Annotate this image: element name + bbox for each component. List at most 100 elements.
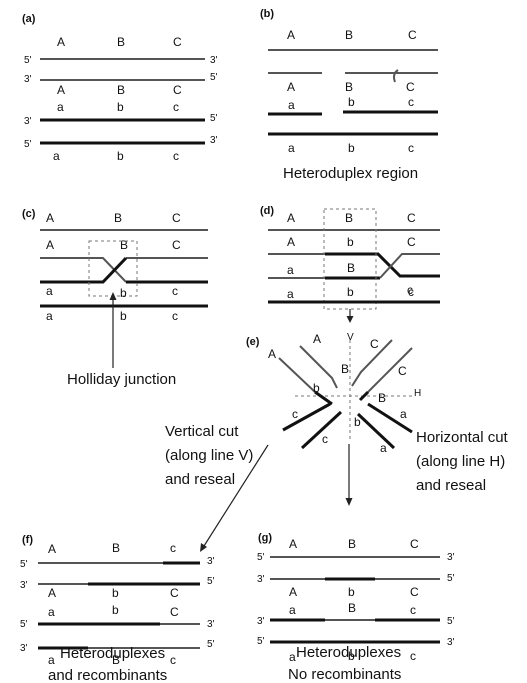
panel-d-gene: C — [407, 211, 416, 225]
panel-b-gene: a — [288, 141, 295, 155]
strand-end: 5' — [24, 139, 32, 150]
panel-d-gene: B — [347, 261, 355, 275]
panel-d-gene: c — [407, 283, 413, 297]
panel-a-gene: c — [173, 149, 179, 163]
strand-line — [379, 253, 440, 279]
vertical-cut-line1: Vertical cut — [165, 423, 239, 440]
caption-holliday-junction: Holliday junction — [67, 371, 176, 388]
panel-e-gene: A — [313, 332, 321, 346]
strand-end: 5' — [20, 619, 28, 630]
panel-c-gene: b — [120, 286, 127, 300]
panel-a-gene: B — [117, 83, 125, 97]
panel-g-gene: a — [289, 603, 296, 617]
arrow-head — [346, 316, 354, 323]
panel-e-gene: c — [322, 432, 328, 446]
panel-d-gene: b — [347, 235, 354, 249]
panel-f-gene: a — [48, 605, 55, 619]
strand-line — [299, 345, 338, 389]
panel-d-gene: A — [287, 235, 295, 249]
strand-end: 5' — [447, 573, 455, 584]
panel-b-gene: B — [345, 80, 353, 94]
caption-heteroduplex-region: Heteroduplex region — [283, 165, 418, 182]
strand-end: 5' — [257, 552, 265, 563]
panel-c-gene: C — [172, 238, 181, 252]
panel-e-gene: a — [400, 407, 407, 421]
panel-d-gene: a — [287, 263, 294, 277]
panel-b-gene: C — [406, 80, 415, 94]
panel-c-gene: c — [172, 284, 178, 298]
strand-line — [314, 390, 333, 406]
strand-line — [358, 390, 370, 402]
panel-a-gene: B — [117, 35, 125, 49]
panel-a-gene: c — [173, 100, 179, 114]
panel-b-gene: A — [287, 80, 295, 94]
panel-b-gene: c — [408, 95, 414, 109]
arrow-head — [345, 498, 353, 506]
panel-a-tag: (a) — [22, 13, 36, 25]
strand-line — [356, 412, 396, 450]
panel-e-gene: b — [354, 415, 361, 429]
panel-f-gene: c — [170, 653, 176, 667]
panel-c-gene: c — [172, 309, 178, 323]
panel-e-gene: a — [380, 441, 387, 455]
caption-f-line2: and recombinants — [48, 667, 167, 683]
strand-end: 5' — [447, 616, 455, 627]
panel-c-gene: A — [46, 211, 54, 225]
panel-e-gene: c — [292, 407, 298, 421]
strand-end: 5' — [207, 576, 215, 587]
panel-f-gene: b — [112, 586, 119, 600]
strand-end: 3' — [447, 637, 455, 648]
panel-d-gene: C — [407, 235, 416, 249]
panel-d-gene: b — [347, 285, 354, 299]
strand-end: 5' — [24, 55, 32, 66]
strand-end: 3' — [207, 556, 215, 567]
panel-c-gene: a — [46, 309, 53, 323]
strand-line — [300, 410, 343, 450]
vertical-cut-line2: (along line V) — [165, 447, 253, 464]
panel-g-gene: c — [410, 649, 416, 663]
panel-b-gene: c — [408, 141, 414, 155]
strand-line — [367, 402, 413, 434]
panel-g-tag: (g) — [258, 532, 272, 544]
panel-a-gene: a — [53, 149, 60, 163]
panel-g-gene: b — [348, 585, 355, 599]
panel-d-gene: B — [345, 211, 353, 225]
panel-f-gene: A — [48, 542, 56, 556]
panel-e-gene: b — [313, 381, 320, 395]
strand-end: 5' — [20, 559, 28, 570]
panel-d-tag: (d) — [260, 205, 274, 217]
panel-f-gene: C — [170, 605, 179, 619]
panel-f-tag: (f) — [22, 534, 33, 546]
panel-c: (c) A B C A B C a b c a b c Holliday jun… — [22, 208, 208, 388]
panel-e-gene: B — [341, 362, 349, 376]
panel-b-gene: b — [348, 95, 355, 109]
panel-e-gene: A — [268, 347, 276, 361]
horizontal-cut-line3: and reseal — [416, 477, 486, 494]
panel-f: (f) A B c 5' 3' 3' 5' A b C a b C 5' 3' … — [20, 534, 215, 683]
heteroduplex-box — [323, 208, 377, 310]
strand-end: 3' — [257, 574, 265, 585]
strand-end: 5' — [210, 113, 218, 124]
horizontal-cut-annotation: Horizontal cut (along line H) and reseal — [345, 429, 509, 506]
strand-flap — [393, 69, 399, 83]
strand-end: 5' — [210, 72, 218, 83]
cut-label-h: H — [414, 388, 421, 399]
panel-e-gene: B — [378, 391, 386, 405]
panel-a-gene: A — [57, 35, 65, 49]
panel-g-gene: C — [410, 585, 419, 599]
panel-g-gene: B — [348, 537, 356, 551]
strand-end: 3' — [447, 552, 455, 563]
strand-end: 3' — [24, 74, 32, 85]
panel-g-gene: A — [289, 585, 297, 599]
panel-a: (a) A B C 5' 3' 3' 5' A B C a b c 3' 5' … — [22, 13, 218, 163]
panel-a-gene: A — [57, 83, 65, 97]
strand-end: 5' — [207, 639, 215, 650]
panel-b-tag: (b) — [260, 8, 274, 20]
strand-line — [367, 347, 413, 393]
panel-g-gene: a — [289, 650, 296, 664]
strand-end: 3' — [210, 55, 218, 66]
arrow-line — [203, 444, 269, 547]
panel-e-gene: C — [370, 337, 379, 351]
panel-c-gene: B — [120, 238, 128, 252]
